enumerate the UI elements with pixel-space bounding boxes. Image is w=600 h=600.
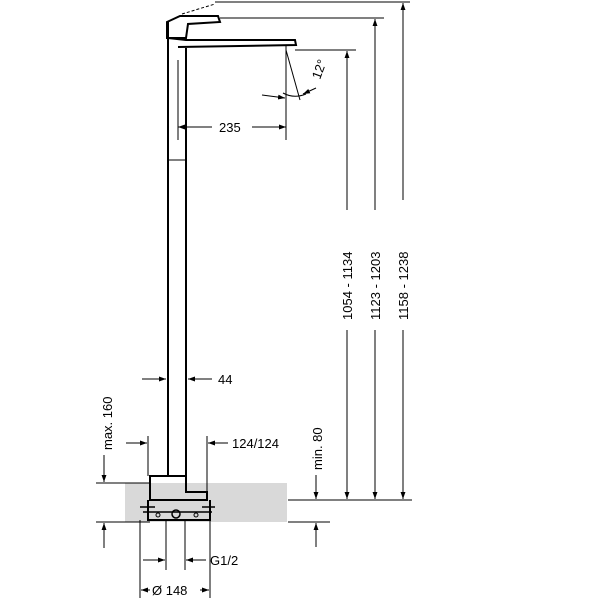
projection-dimension: 235 [177,60,286,140]
mixer-depth-dimension: max. 160 [96,397,150,548]
floor-clearance-dimension: min. 80 [288,427,330,547]
base-diameter-label: Ø 148 [152,583,187,598]
connection-dimension: G1/2 [143,520,238,570]
spout-angle-dimension: 12° [261,45,330,140]
height-dimensions: 1054 - 1134 1123 - 1203 1158 - 1238 [215,1,412,501]
inlet-spacing-label: 124/124 [232,436,279,451]
floor-zone [125,483,287,522]
spout-tilt-label: 12° [309,57,330,81]
connection-label: G1/2 [210,553,238,568]
tube-diameter-dimension: 44 [142,372,232,387]
projection-label: 235 [219,120,241,135]
height-max-label: 1158 - 1238 [396,252,411,320]
height-mid-label: 1123 - 1203 [368,252,383,320]
tube-diameter-label: 44 [218,372,232,387]
base-diameter-dimension: Ø 148 [139,520,211,598]
floor-clearance-label: min. 80 [310,427,325,470]
inlet-spacing-dimension: 124/124 [126,436,279,492]
height-min-label: 1054 - 1134 [340,252,355,320]
mixer-depth-label: max. 160 [100,397,115,450]
